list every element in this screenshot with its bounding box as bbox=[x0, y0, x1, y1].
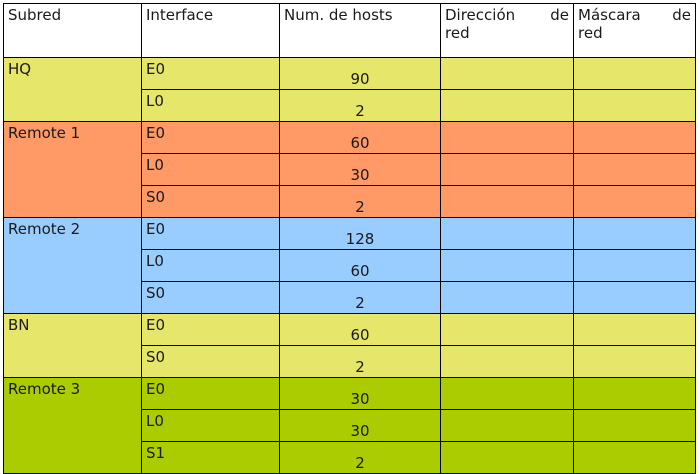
hosts-cell: 2 bbox=[279, 185, 441, 218]
mask-cell[interactable] bbox=[573, 377, 696, 410]
hosts-cell: 60 bbox=[279, 121, 441, 154]
mask-cell[interactable] bbox=[573, 281, 696, 314]
network-address-cell[interactable] bbox=[440, 185, 574, 218]
hosts-cell: 2 bbox=[279, 441, 441, 474]
interface-cell: E0 bbox=[141, 217, 280, 250]
network-address-cell[interactable] bbox=[440, 345, 574, 378]
hosts-cell: 2 bbox=[279, 89, 441, 122]
mask-cell[interactable] bbox=[573, 249, 696, 282]
header-mask: Máscara de red bbox=[573, 3, 696, 58]
network-address-cell[interactable] bbox=[440, 153, 574, 186]
header-subnet: Subred bbox=[3, 3, 142, 58]
header-network-address: Dirección de red bbox=[440, 3, 574, 58]
mask-cell[interactable] bbox=[573, 121, 696, 154]
subnet-table: Subred Interface Num. de hosts Dirección… bbox=[3, 3, 696, 474]
subnet-cell: BN bbox=[3, 313, 142, 378]
interface-cell: S0 bbox=[141, 281, 280, 314]
header-hosts: Num. de hosts bbox=[279, 3, 441, 58]
mask-cell[interactable] bbox=[573, 409, 696, 442]
header-mask-word1: Máscara bbox=[578, 6, 641, 24]
subnet-cell: Remote 1 bbox=[3, 121, 142, 218]
mask-cell[interactable] bbox=[573, 89, 696, 122]
network-address-cell[interactable] bbox=[440, 57, 574, 90]
hosts-cell: 60 bbox=[279, 313, 441, 346]
interface-cell: L0 bbox=[141, 153, 280, 186]
interface-cell: E0 bbox=[141, 313, 280, 346]
header-mask-word3: red bbox=[578, 24, 603, 42]
network-address-cell[interactable] bbox=[440, 121, 574, 154]
hosts-cell: 30 bbox=[279, 377, 441, 410]
interface-cell: L0 bbox=[141, 249, 280, 282]
network-address-cell[interactable] bbox=[440, 217, 574, 250]
hosts-cell: 2 bbox=[279, 281, 441, 314]
network-address-cell[interactable] bbox=[440, 409, 574, 442]
interface-cell: S0 bbox=[141, 345, 280, 378]
hosts-cell: 90 bbox=[279, 57, 441, 90]
hosts-cell: 2 bbox=[279, 345, 441, 378]
network-address-cell[interactable] bbox=[440, 313, 574, 346]
subnet-cell: Remote 2 bbox=[3, 217, 142, 314]
header-interface: Interface bbox=[141, 3, 280, 58]
interface-cell: S0 bbox=[141, 185, 280, 218]
mask-cell[interactable] bbox=[573, 185, 696, 218]
hosts-cell: 128 bbox=[279, 217, 441, 250]
mask-cell[interactable] bbox=[573, 441, 696, 474]
hosts-cell: 30 bbox=[279, 409, 441, 442]
hosts-cell: 30 bbox=[279, 153, 441, 186]
mask-cell[interactable] bbox=[573, 153, 696, 186]
header-network-address-word1: Dirección bbox=[445, 6, 516, 24]
network-address-cell[interactable] bbox=[440, 89, 574, 122]
network-address-cell[interactable] bbox=[440, 281, 574, 314]
subnet-cell: Remote 3 bbox=[3, 377, 142, 474]
interface-cell: L0 bbox=[141, 409, 280, 442]
header-network-address-word2: de bbox=[550, 6, 569, 24]
subnet-cell: HQ bbox=[3, 57, 142, 122]
header-row: Subred Interface Num. de hosts Dirección… bbox=[3, 3, 696, 58]
mask-cell[interactable] bbox=[573, 57, 696, 90]
interface-cell: E0 bbox=[141, 377, 280, 410]
interface-cell: E0 bbox=[141, 121, 280, 154]
mask-cell[interactable] bbox=[573, 313, 696, 346]
network-address-cell[interactable] bbox=[440, 377, 574, 410]
network-address-cell[interactable] bbox=[440, 249, 574, 282]
mask-cell[interactable] bbox=[573, 345, 696, 378]
interface-cell: S1 bbox=[141, 441, 280, 474]
network-address-cell[interactable] bbox=[440, 441, 574, 474]
mask-cell[interactable] bbox=[573, 217, 696, 250]
hosts-cell: 60 bbox=[279, 249, 441, 282]
header-mask-word2: de bbox=[672, 6, 691, 24]
header-network-address-word3: red bbox=[445, 24, 470, 42]
interface-cell: L0 bbox=[141, 89, 280, 122]
interface-cell: E0 bbox=[141, 57, 280, 90]
